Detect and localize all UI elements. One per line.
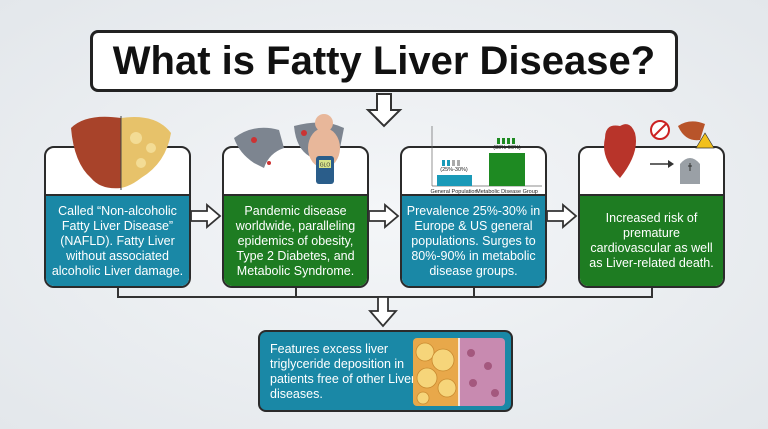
page-title: What is Fatty Liver Disease? [90, 30, 678, 92]
card-text: Pandemic disease worldwide, paralleling … [224, 194, 367, 286]
liver-illustration [71, 116, 171, 190]
heart-liver-death-illustration [604, 120, 715, 184]
summary-box: Features excess liver triglyceride depos… [258, 330, 513, 412]
fatty-liver-cells-illustration [413, 338, 505, 406]
bar-value-label: (80%-90%) [493, 145, 521, 151]
down-arrow-icon [365, 93, 403, 128]
down-arrow-icon [368, 296, 398, 328]
card-text: Prevalence 25%-30% in Europe & US genera… [402, 194, 545, 286]
prevalence-bar-chart: (25%-30%) (80%-90%) General Population M… [430, 126, 542, 195]
connector-line [295, 288, 297, 297]
connector-line [117, 288, 119, 297]
bar-metabolic-group [489, 153, 525, 186]
glucometer-readout: GLO [320, 163, 331, 169]
card-risk: Increased risk of premature cardiovascul… [578, 120, 725, 288]
card-prevalence: (25%-30%) (80%-90%) General Population M… [400, 126, 547, 288]
bar-category-label: Metabolic Disease Group [476, 189, 538, 195]
card-nafld-definition: Called “Non-alcoholic Fatty Liver Diseas… [44, 116, 191, 288]
bar-general-population [437, 175, 472, 186]
right-arrow-icon [190, 203, 222, 229]
connector-line [473, 288, 475, 297]
card-text: Increased risk of premature cardiovascul… [580, 194, 723, 286]
world-map-obesity-illustration: GLO [234, 114, 344, 184]
bar-value-label: (25%-30%) [440, 167, 468, 173]
card-pandemic: GLO Pandemic disease worldwide, parallel… [222, 114, 369, 288]
bar-category-label: General Population [430, 189, 477, 195]
summary-text: Features excess liver triglyceride depos… [270, 342, 416, 401]
connector-line [651, 288, 653, 297]
right-arrow-icon [368, 203, 400, 229]
right-arrow-icon [546, 203, 578, 229]
card-text: Called “Non-alcoholic Fatty Liver Diseas… [46, 194, 189, 286]
